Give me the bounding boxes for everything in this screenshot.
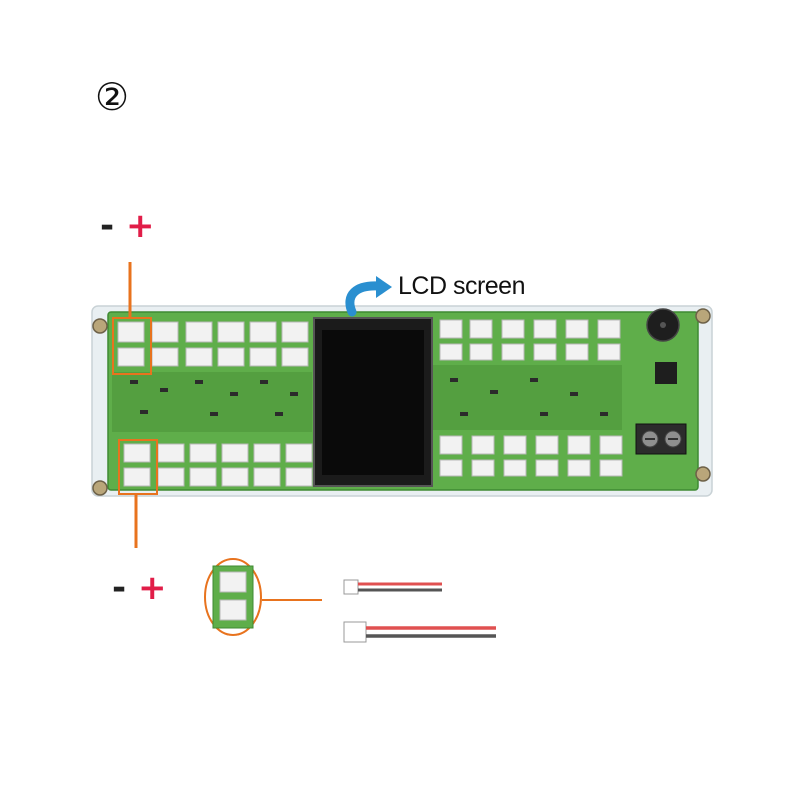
polarity-label-bottom: - +: [112, 568, 166, 608]
highlight-box-bottom: [118, 439, 158, 495]
lcd-screen-label: LCD screen: [398, 272, 526, 300]
minus-sign: -: [112, 568, 127, 608]
smd-components: [130, 378, 608, 416]
right-top-connectors: [439, 319, 621, 361]
wire-pair-icon: [343, 621, 496, 643]
wire-pair-icon: [343, 579, 442, 595]
minus-sign: -: [100, 206, 115, 246]
lcd-display: [322, 330, 424, 475]
ic-chip: [655, 362, 677, 384]
plus-sign: +: [137, 568, 167, 608]
pcb-band: [112, 372, 312, 432]
step-number-marker: ②: [94, 77, 130, 119]
polarity-label-top: - +: [100, 206, 154, 246]
pcb-band: [432, 365, 622, 430]
connector-closeup-ring: [204, 558, 262, 636]
plus-sign: +: [125, 206, 155, 246]
right-bottom-connectors: [439, 435, 623, 477]
curved-arrow-icon: [345, 281, 383, 317]
screw-icons: [92, 308, 711, 496]
left-top-connectors: [117, 321, 309, 367]
left-bottom-connectors: [123, 443, 313, 487]
highlight-box-top: [112, 317, 152, 375]
